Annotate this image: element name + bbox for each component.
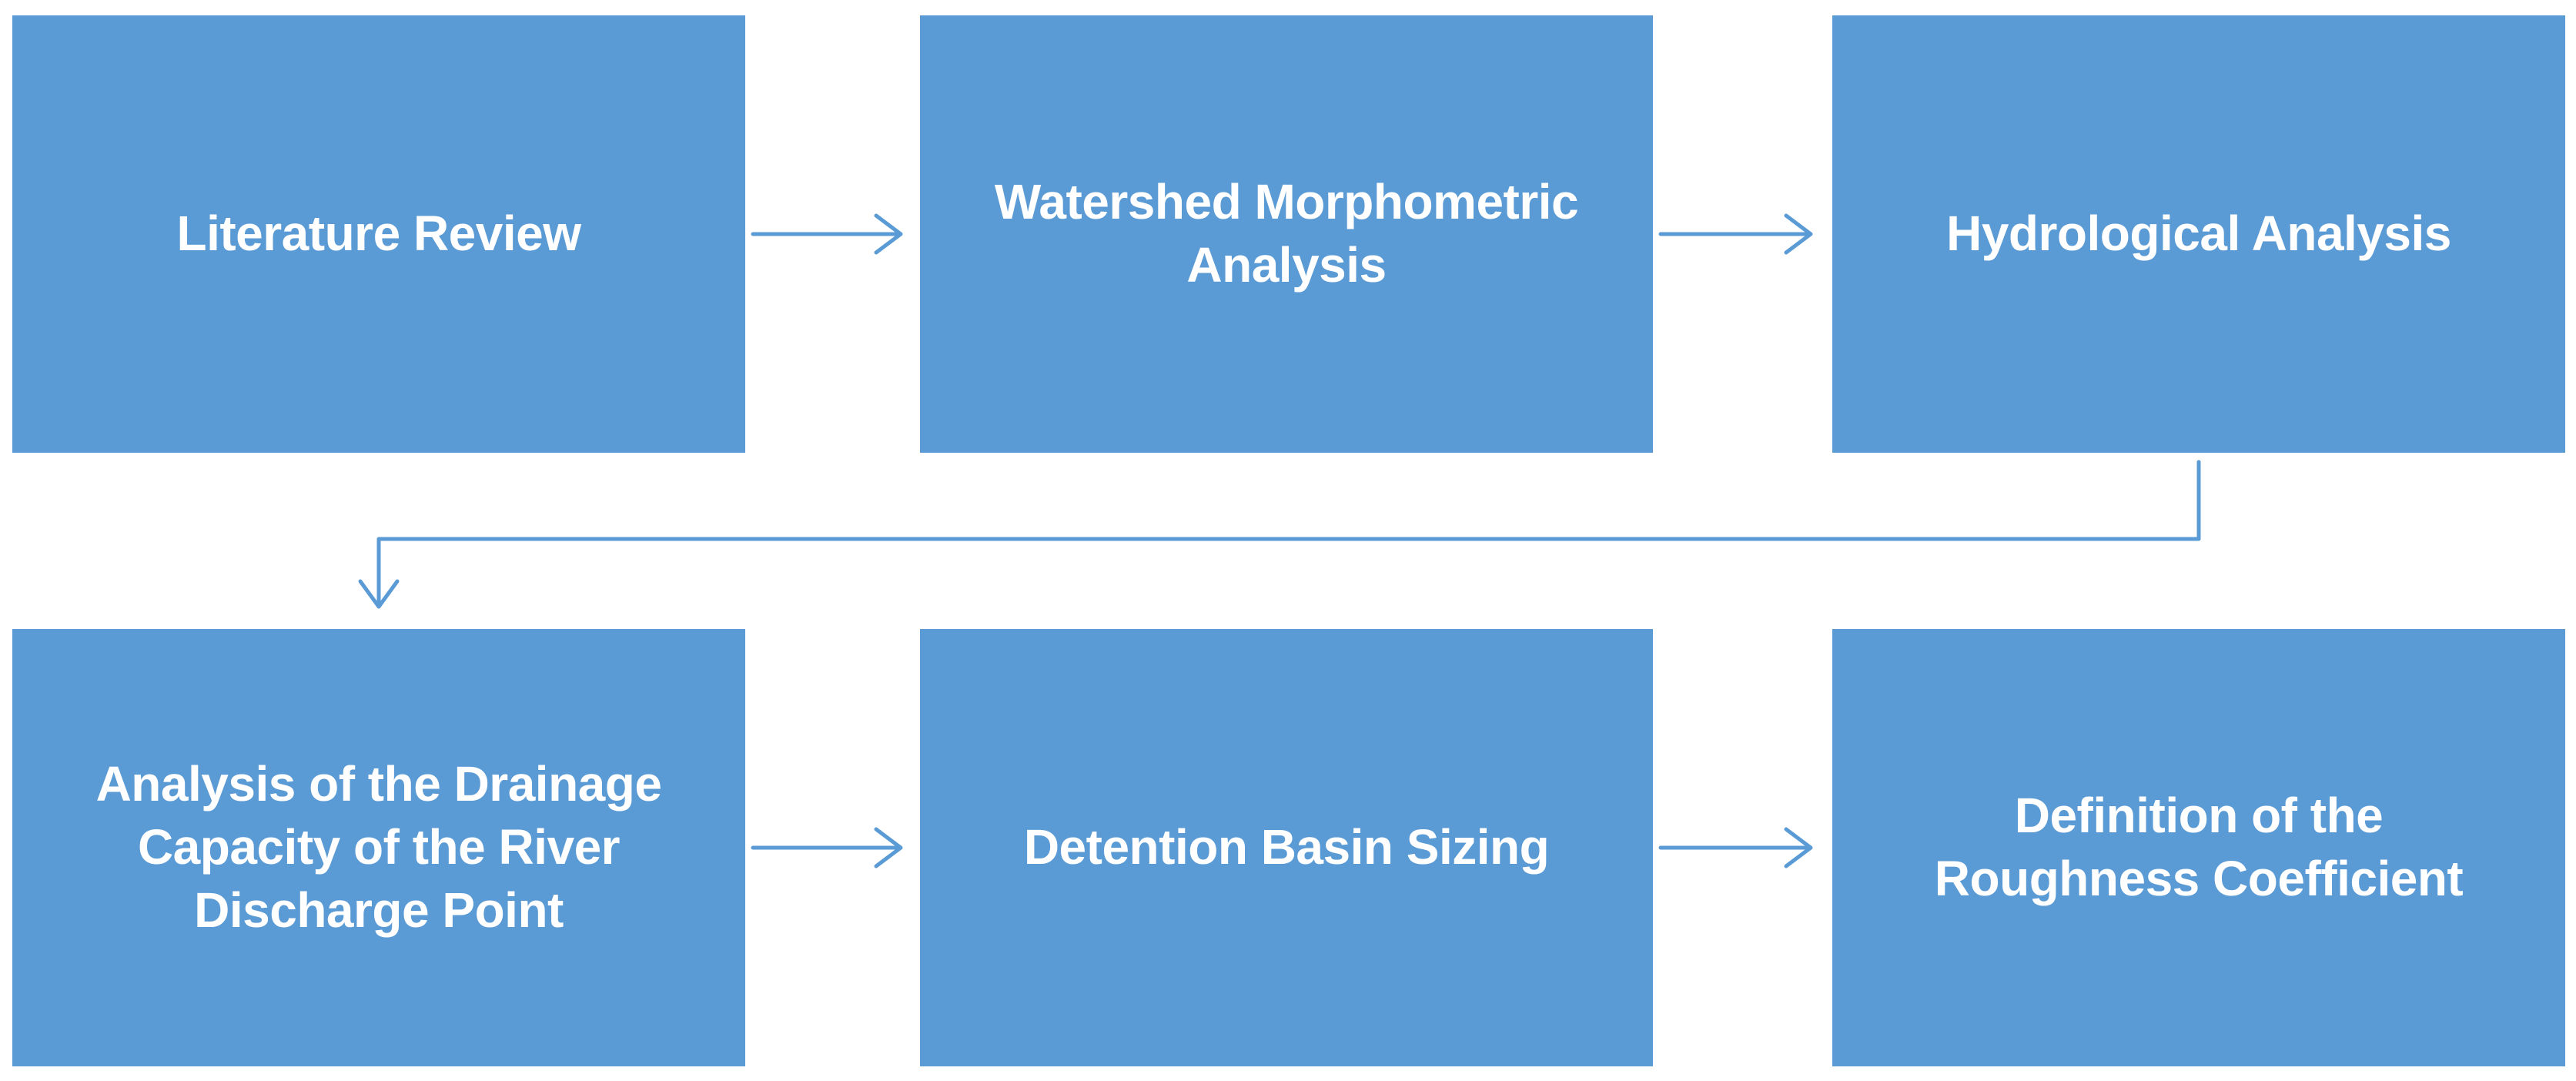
step-detention-basin-sizing: Detention Basin Sizing [920, 629, 1653, 1066]
step-watershed-morphometric-analysis: Watershed Morphometric Analysis [920, 15, 1653, 453]
step-label: Hydrological Analysis [1946, 206, 2451, 262]
step-label: Analysis of the Drainage Capacity of the… [95, 756, 662, 938]
arrow-hydro-to-drainage [358, 460, 2201, 609]
step-label: Detention Basin Sizing [1023, 819, 1550, 875]
step-roughness-coefficient: Definition of the Roughness Coefficient [1832, 629, 2565, 1066]
step-label: Definition of the Roughness Coefficient [1934, 788, 2464, 906]
arrow-morpho-to-hydro [1658, 213, 1813, 255]
arrow-drainage-to-detention [751, 827, 903, 868]
step-hydrological-analysis: Hydrological Analysis [1832, 15, 2565, 453]
step-label: Literature Review [176, 206, 581, 262]
step-literature-review: Literature Review [12, 15, 745, 453]
arrow-literature-to-morpho [751, 213, 903, 255]
step-label: Watershed Morphometric Analysis [994, 174, 1579, 293]
step-drainage-capacity-analysis: Analysis of the Drainage Capacity of the… [12, 629, 745, 1066]
arrow-detention-to-roughness [1658, 827, 1813, 868]
